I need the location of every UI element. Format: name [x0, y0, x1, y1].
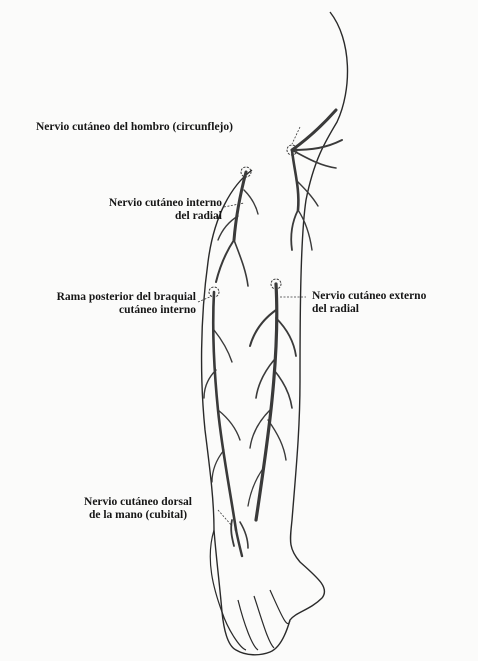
label-interno-radial-line1: Nervio cutáneo interno — [62, 197, 222, 210]
label-braquial: Rama posterior del braquial cutáneo inte… — [6, 291, 196, 317]
label-dorsal-mano-line1: Nervio cutáneo dorsal — [60, 496, 216, 509]
arm-outline-outer — [214, 12, 347, 655]
label-dorsal-mano-line2: de la mano (cubital) — [60, 509, 216, 522]
label-interno-radial-line2: del radial — [62, 210, 222, 223]
label-externo-radial-line1: Nervio cutáneo externo — [312, 290, 426, 303]
hand-fingers — [210, 530, 290, 650]
label-braquial-line1: Rama posterior del braquial — [6, 291, 196, 304]
label-dorsal-mano: Nervio cutáneo dorsal de la mano (cubita… — [60, 496, 216, 522]
nerve-externo-radial — [248, 279, 296, 520]
label-circunflejo-text: Nervio cutáneo del hombro (circunflejo) — [36, 121, 233, 133]
label-interno-radial: Nervio cutáneo interno del radial — [62, 197, 222, 223]
nerve-braquial — [204, 287, 240, 530]
label-externo-radial-line2: del radial — [312, 303, 426, 316]
label-braquial-line2: cutáneo interno — [6, 304, 196, 317]
nerve-dorsal-mano — [231, 520, 248, 556]
label-circunflejo: Nervio cutáneo del hombro (circunflejo) — [36, 121, 233, 134]
nerve-circunflejo — [287, 110, 342, 250]
label-externo-radial: Nervio cutáneo externo del radial — [312, 290, 426, 316]
